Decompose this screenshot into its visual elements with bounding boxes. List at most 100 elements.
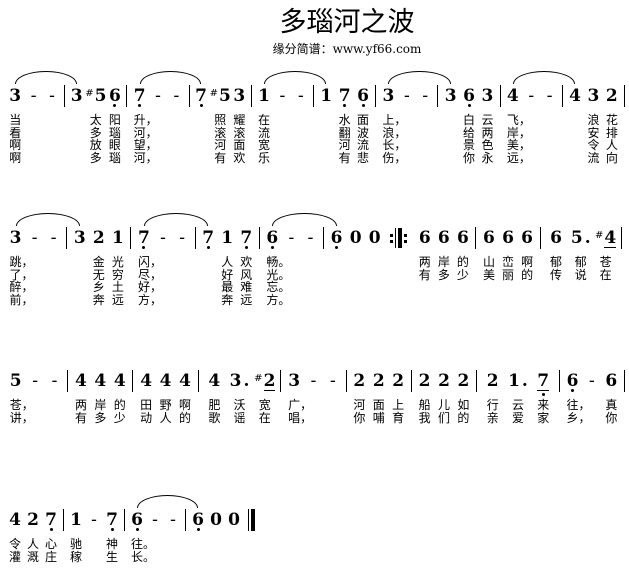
hold-dash-value: - [586,371,598,391]
hold-dash: - [168,509,178,531]
beat-slot: - [149,85,167,107]
hold-dash: - [47,85,57,107]
beat-slot: 0 [225,509,243,531]
rest-glyph: 0 [210,509,222,531]
note-glyph: 6 [109,85,121,107]
note-glyph: 3 [383,85,395,107]
lyric-verse-2: 瑙 [108,125,121,140]
note: 3 [74,227,86,249]
lyric-verse-4: 有 [338,150,351,165]
lyric-verse-3: 望， [133,138,158,152]
slur-arc [272,213,337,226]
lyric-verse-1: 阳 [108,113,121,127]
lyric-verse-4: 奔 [92,292,105,307]
beat-slot: - [273,85,291,107]
lyric-column: 的少 [114,399,126,424]
note: 1 [258,85,270,107]
low-octave-dot [49,528,53,531]
note-value: 4 [9,510,21,530]
note-value: 4 [140,371,153,391]
note: 1 [508,370,528,392]
note: 3 [230,370,250,392]
lyric-verse-4: 远 [240,292,253,307]
beat-slot: - [173,227,192,249]
note: 6 [192,509,204,531]
note: 1 [112,227,124,249]
note: 4 [507,85,519,107]
lyric-verse-2: 你 [605,410,618,425]
note: 4 [75,370,87,392]
note-value: 1 [258,86,270,106]
lyric-verse-2: 谣 [233,410,246,425]
measure-line: 5苍，讲，--4两有4岸多4的少4田动4野人4啊的4肥歌3沃谣#2宽在3广，唱，… [3,370,626,424]
repeat-dots [403,233,407,237]
low-octave-dot [196,528,200,531]
note: 6 [502,227,514,249]
lyric-verse-2: 少 [456,267,469,282]
hold-dash: - [153,85,163,107]
note: #4 [595,227,616,252]
hold-dash-glyph: - [158,227,168,249]
note: 7 [134,85,146,107]
note: 4 [114,370,126,392]
note-value: 7 [240,228,253,248]
hold-dash-glyph: - [153,85,163,107]
note-glyph: 3 [233,85,245,107]
lyric-verse-1: 跳， [9,255,34,269]
lyric-verse-1: 田 [140,398,153,412]
lyric-verse-1: 耀 [233,113,246,127]
lyric-verse-1: 令 [9,537,22,551]
hold-dash: - [328,370,338,392]
lyric-column: 畅。光。忘。方。 [266,256,290,306]
note-glyph: 3 [288,370,300,392]
lyric-verse-3: 最 [221,280,234,294]
note-value: 5 [94,86,107,106]
note-glyph: 3 [230,370,242,392]
note-value: 7 [138,228,150,248]
note-glyph: 2 [373,370,385,392]
low-octave-dot [142,246,146,249]
note-value: 4 [75,371,87,391]
lyric-verse-1: 野 [159,398,172,412]
lyric-verse-1: 上 [392,398,405,412]
rest: 0 [228,509,240,531]
lyric-verse-1: 山 [482,255,495,269]
hold-dash-glyph: - [420,85,430,107]
note: 2 [606,85,618,107]
beat-slot: 5郁说 [568,227,593,281]
hold-dash-value: - [29,371,41,391]
lyric-column: 沃谣 [234,399,246,424]
beat-slot: - [44,227,63,249]
note: 4 [569,85,581,107]
lyric-column: 当看啊啊 [9,114,21,164]
beat-slot: - [45,370,64,392]
note: 6 [131,509,143,531]
note-glyph: 7 [240,227,252,249]
note-glyph: 3 [482,85,494,107]
hold-dash-glyph: - [402,85,412,107]
rest: 0 [350,227,362,249]
lyric-verse-1: 郁 [550,255,563,269]
note: 2 [457,370,469,392]
lyric-verse-2: 给 [463,125,476,140]
note-value: 6 [357,86,369,106]
